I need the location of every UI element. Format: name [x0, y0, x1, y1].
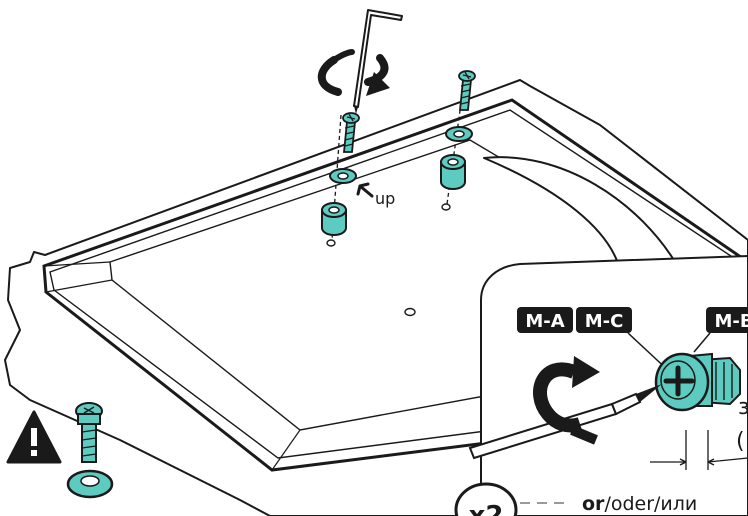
badge-m-a: M-A [517, 307, 573, 333]
or-label: or/oder/или [582, 493, 697, 515]
badge-m-c: M-C [576, 307, 632, 333]
quantity-label: x2 [469, 501, 504, 516]
cut-label-1: з [738, 395, 748, 420]
cut-label-2: ( [736, 429, 745, 454]
spacer-left [322, 203, 346, 235]
washer-left [330, 169, 356, 183]
svg-text:M-B: M-B [714, 311, 748, 332]
allen-key-icon [354, 10, 402, 114]
washer-right [446, 127, 472, 141]
warning-triangle-icon [8, 412, 60, 462]
screw-head-detail [656, 354, 740, 410]
spacer-right [441, 155, 465, 189]
center-hole [405, 309, 415, 316]
svg-text:M-A: M-A [525, 311, 564, 332]
warning-washer-icon [68, 471, 112, 497]
svg-text:M-C: M-C [585, 311, 624, 332]
badge-m-b: M-B [706, 307, 748, 333]
warning-screw-icon [76, 403, 102, 462]
up-label: up [375, 189, 395, 208]
